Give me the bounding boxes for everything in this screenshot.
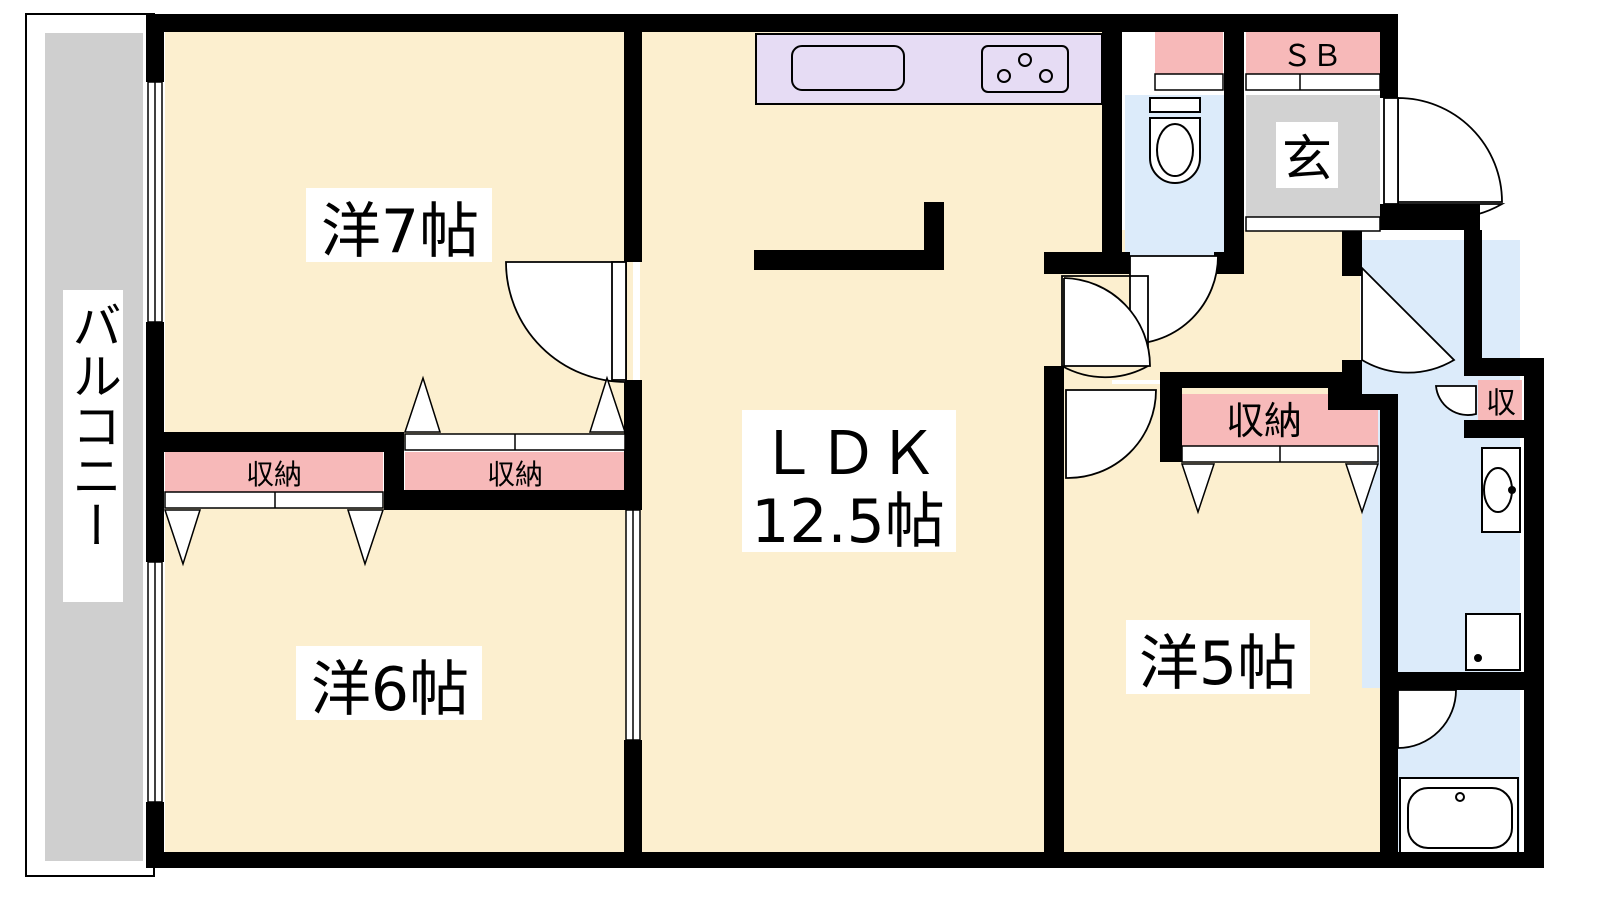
storage-a — [165, 452, 383, 492]
bathtub-icon — [1399, 777, 1519, 855]
door-front[interactable] — [1397, 98, 1506, 219]
washing-machine-icon — [1465, 613, 1521, 671]
room-label-ldk-size: 12.5帖 — [751, 487, 945, 557]
closet-doors — [163, 73, 1381, 567]
storage-label-a: 収納 — [246, 458, 302, 491]
windows — [147, 81, 641, 803]
entrance-label: 玄 — [1282, 130, 1332, 188]
room-label-western-6: 洋6帖 — [311, 655, 469, 725]
toilet-icon — [1149, 97, 1201, 184]
washbasin-icon — [1481, 447, 1521, 533]
door-western-5[interactable] — [1065, 389, 1157, 479]
small-storage-label: 収 — [1486, 386, 1516, 421]
room-label-western-7: 洋7帖 — [321, 197, 479, 267]
room-label-western-5: 洋5帖 — [1139, 629, 1297, 699]
kitchen-counter — [755, 33, 1103, 105]
label-backgrounds — [296, 122, 1338, 720]
door-small-storage[interactable] — [1435, 385, 1477, 416]
storage-toilet — [1155, 32, 1223, 74]
doors — [505, 97, 1506, 749]
fixtures — [1149, 97, 1521, 855]
small-storage — [1478, 380, 1522, 422]
storage-label-b: 収納 — [487, 458, 543, 491]
balcony-label: バルコニー — [64, 300, 122, 550]
door-bath[interactable] — [1397, 689, 1457, 749]
shoe-box-label: ＳＢ — [1282, 39, 1342, 74]
stove-icon — [981, 45, 1069, 93]
room-label-ldk-name: ＬＤＫ — [758, 419, 938, 489]
floor-areas — [165, 32, 1522, 862]
shoe-box — [1246, 32, 1380, 74]
labels: 洋7帖 洋6帖 洋5帖 ＬＤＫ 12.5帖 玄 ＳＢ 収納 収納 収納 収 — [246, 39, 1516, 725]
storage-b — [405, 452, 625, 492]
door-washroom[interactable] — [1361, 265, 1456, 374]
storage-label-c: 収納 — [1226, 399, 1302, 443]
balcony: バルコニー — [25, 13, 155, 877]
sink-icon — [791, 45, 905, 91]
